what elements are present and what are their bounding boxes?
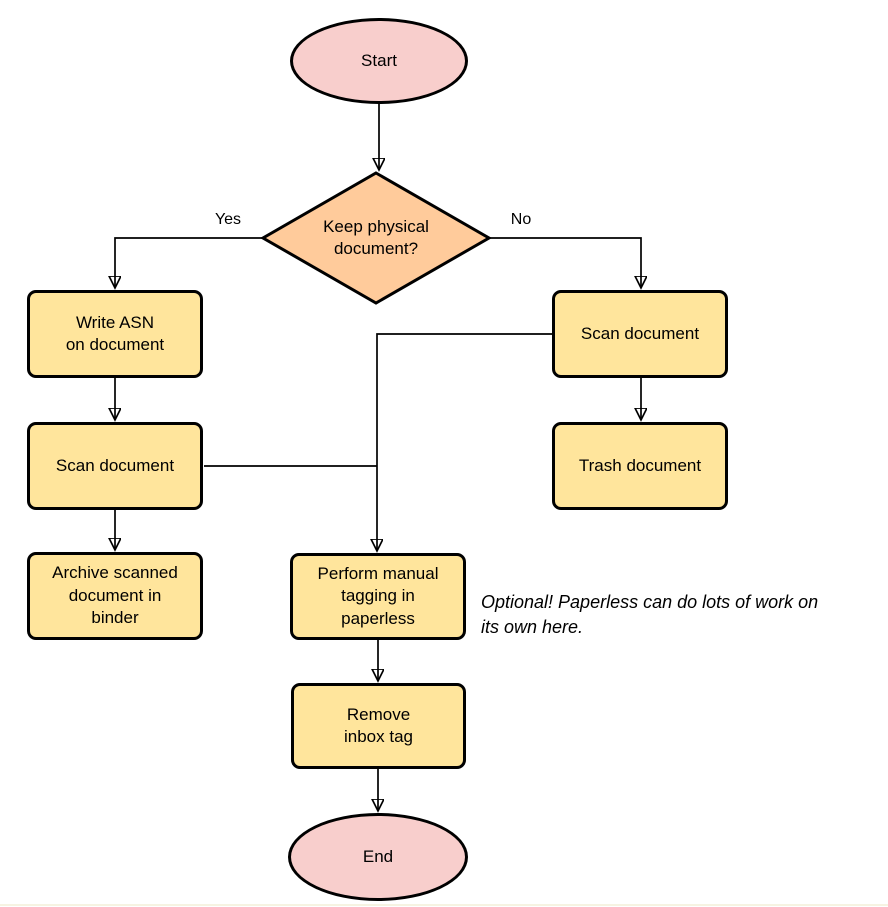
node-decision-label: Keep physical document? bbox=[323, 216, 429, 258]
node-trash-document: Trash document bbox=[552, 422, 728, 510]
node-remove-inbox-tag: Remove inbox tag bbox=[291, 683, 466, 769]
node-end: End bbox=[288, 813, 468, 901]
node-decision: Keep physical document? bbox=[260, 170, 492, 306]
node-write-asn: Write ASN on document bbox=[27, 290, 203, 378]
note-optional: Optional! Paperless can do lots of work … bbox=[481, 592, 819, 638]
node-scan-document-left: Scan document bbox=[27, 422, 203, 510]
node-archive-binder: Archive scanned document in binder bbox=[27, 552, 203, 640]
node-manual-tagging-label: Perform manual tagging in paperless bbox=[317, 563, 439, 628]
edge-label-no: No bbox=[510, 211, 532, 228]
decision-diamond-shape bbox=[260, 171, 492, 305]
edge-decision-no bbox=[490, 237, 641, 288]
node-write-asn-label: Write ASN on document bbox=[65, 312, 165, 354]
node-remove-inbox-tag-label: Remove inbox tag bbox=[344, 704, 413, 746]
node-archive-binder-label: Archive scanned document in binder bbox=[52, 563, 178, 628]
node-trash-document-label: Trash document bbox=[578, 455, 702, 475]
node-end-label: End bbox=[362, 846, 394, 866]
node-scan-document-left-label: Scan document bbox=[55, 455, 175, 475]
node-scan-document-right: Scan document bbox=[552, 290, 728, 378]
node-start-label: Start bbox=[361, 50, 397, 70]
node-manual-tagging: Perform manual tagging in paperless bbox=[290, 553, 466, 640]
node-scan-document-right-label: Scan document bbox=[580, 323, 700, 343]
edge-decision-yes bbox=[115, 237, 262, 288]
edge-label-yes: Yes bbox=[214, 211, 242, 228]
edge-scanright-tagging bbox=[377, 333, 552, 551]
node-start: Start bbox=[290, 18, 468, 104]
bottom-divider bbox=[0, 904, 888, 906]
